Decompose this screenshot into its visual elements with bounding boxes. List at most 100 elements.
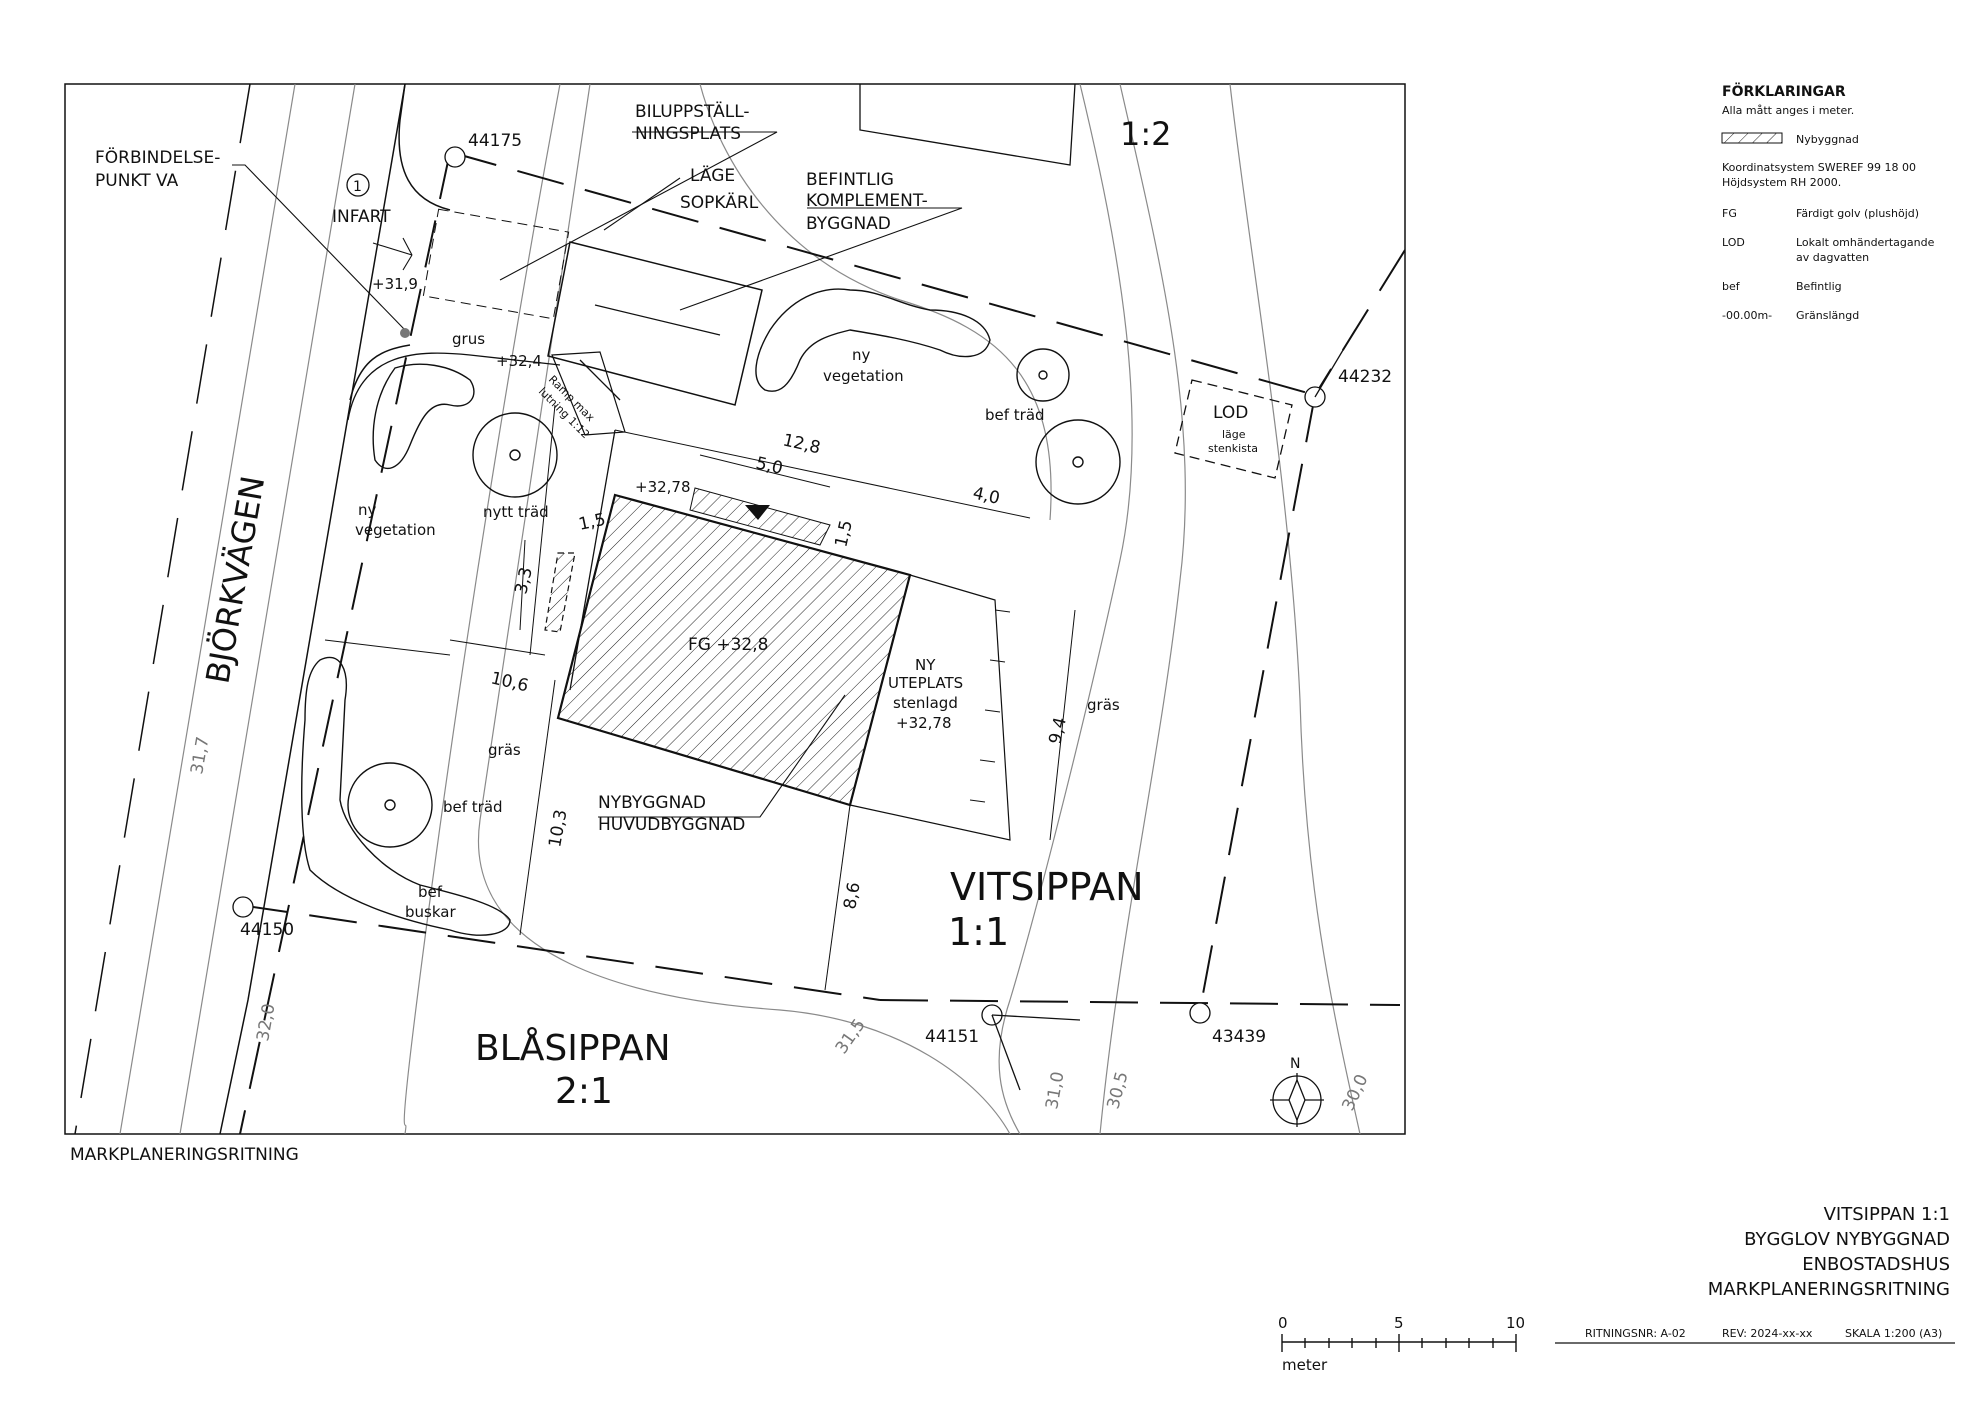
dimension-lines xyxy=(324,404,1076,991)
dim-3-3: 3,3 xyxy=(511,565,537,596)
level-ramp: +32,4 xyxy=(496,352,542,370)
lod-box xyxy=(1174,379,1293,479)
label-new-tree: nytt träd xyxy=(483,503,549,521)
legend-val-lod: Lokalt omhändertagande xyxy=(1796,236,1935,249)
infart-number: 1 xyxy=(353,179,362,195)
parking-space xyxy=(422,208,570,320)
contour-30-5: 30,5 xyxy=(1104,1070,1133,1112)
label-bil-2: NINGSPLATS xyxy=(635,124,741,144)
legend-title: FÖRKLARINGAR xyxy=(1722,82,1846,100)
plot-title: VITSIPPAN xyxy=(950,865,1144,909)
new-veg-left-2: vegetation xyxy=(355,521,436,539)
legend-val-bef: Befintlig xyxy=(1796,280,1842,293)
new-vegetation xyxy=(301,288,991,936)
label-forbindelse-1: FÖRBINDELSE- xyxy=(95,146,220,168)
legend-val-fg: Färdigt golv (plushöjd) xyxy=(1796,207,1919,220)
point-44175: 44175 xyxy=(468,131,522,151)
label-existing-tree-top: bef träd xyxy=(985,406,1045,424)
title-line-1: VITSIPPAN 1:1 xyxy=(1824,1204,1950,1225)
title-line-4: MARKPLANERINGSRITNING xyxy=(1708,1279,1950,1300)
contour-31-0: 31,0 xyxy=(1042,1070,1068,1111)
label-lod: LOD xyxy=(1213,403,1248,423)
north-label: N xyxy=(1290,1056,1300,1072)
legend-key-lod: LOD xyxy=(1722,236,1745,249)
label-gras-left: gräs xyxy=(488,741,521,759)
contour-30-0: 30,0 xyxy=(1338,1071,1372,1114)
label-bef-buskar-2: buskar xyxy=(405,903,456,921)
dim-4-0: 4,0 xyxy=(971,483,1002,509)
legend-coord-1: Koordinatsystem SWEREF 99 18 00 xyxy=(1722,161,1916,174)
street-lines xyxy=(74,84,451,1134)
legend-subtitle: Alla mått anges i meter. xyxy=(1722,104,1854,117)
title-line-2: BYGGLOV NYBYGGNAD xyxy=(1744,1229,1950,1250)
scale-bar xyxy=(1281,1334,1517,1352)
contour-31-5: 31,5 xyxy=(832,1015,870,1057)
dim-1-5b: 1,5 xyxy=(831,518,857,549)
label-infart: INFART xyxy=(332,207,391,227)
new-veg-left-1: ny xyxy=(358,501,377,519)
drawing-number: RITNINGSNR: A-02 xyxy=(1585,1327,1686,1340)
terrace-2: UTEPLATS xyxy=(888,674,963,692)
legend-key-fg: FG xyxy=(1722,207,1737,220)
label-bil-1: BILUPPSTÄLL- xyxy=(635,101,750,122)
legend-val-border: Gränslängd xyxy=(1796,309,1859,322)
dim-9-4: 9,4 xyxy=(1045,715,1071,746)
label-komp-3: BYGGNAD xyxy=(806,214,891,234)
north-arrow xyxy=(1270,1073,1324,1127)
neighbor-south-number: 2:1 xyxy=(555,1071,613,1112)
street-name: BJÖRKVÄGEN xyxy=(198,473,272,686)
dim-1-5a: 1,5 xyxy=(577,510,608,535)
scale-unit: meter xyxy=(1282,1356,1328,1374)
label-lod-sub-2: stenkista xyxy=(1208,442,1258,455)
infart-marker xyxy=(346,173,370,197)
dim-10-6: 10,6 xyxy=(489,668,530,696)
point-44151: 44151 xyxy=(925,1027,979,1047)
neighbor-north: 1:2 xyxy=(1120,115,1172,153)
dim-12-8: 12,8 xyxy=(781,430,822,458)
label-nybyggnad-1: NYBYGGNAD xyxy=(598,793,706,813)
label-forbindelse-2: PUNKT VA xyxy=(95,171,179,191)
label-gras-right: gräs xyxy=(1087,696,1120,714)
terrace-3: stenlagd xyxy=(893,694,958,712)
plot-number: 1:1 xyxy=(948,910,1009,954)
label-sop-1: LÄGE xyxy=(690,165,735,186)
neighbor-south: BLÅSIPPAN xyxy=(475,1026,671,1069)
point-43439: 43439 xyxy=(1212,1027,1266,1047)
revision: REV: 2024-xx-xx xyxy=(1722,1327,1813,1340)
entry-marker xyxy=(745,505,770,520)
drawing-caption: MARKPLANERINGSRITNING xyxy=(70,1145,299,1165)
dim-10-3: 10,3 xyxy=(545,808,571,849)
boundary-points xyxy=(232,146,1356,1091)
label-komp-2: KOMPLEMENT- xyxy=(806,191,928,211)
contour-32-0: 32,0 xyxy=(253,1002,279,1043)
label-grus: grus xyxy=(452,330,485,348)
legend-hatch-label: Nybyggnad xyxy=(1796,133,1859,146)
trees xyxy=(347,348,1121,848)
label-lod-sub-1: läge xyxy=(1222,428,1246,441)
new-veg-top-2: vegetation xyxy=(823,367,904,385)
scale-5: 5 xyxy=(1394,1314,1404,1332)
existing-complement-building xyxy=(547,241,763,406)
legend-key-border: -00.00m- xyxy=(1722,309,1772,322)
title-line-3: ENBOSTADSHUS xyxy=(1802,1254,1950,1275)
label-nybyggnad-2: HUVUDBYGGNAD xyxy=(598,815,745,835)
label-fg: FG +32,8 xyxy=(688,635,768,655)
legend-key-bef: bef xyxy=(1722,280,1741,293)
terrace-1: NY xyxy=(915,656,936,674)
scale-10: 10 xyxy=(1506,1314,1525,1332)
level-entry: +31,9 xyxy=(372,275,418,293)
legend-val-lod-2: av dagvatten xyxy=(1796,251,1869,264)
dim-5-0: 5,0 xyxy=(754,453,785,479)
level-corner: +32,78 xyxy=(635,478,691,496)
leader-lines xyxy=(232,131,963,818)
scale-note: SKALA 1:200 (A3) xyxy=(1845,1327,1942,1340)
existing-building-north xyxy=(859,84,1076,166)
legend-hatch xyxy=(1721,132,1783,144)
scale-0: 0 xyxy=(1278,1314,1288,1332)
terrace xyxy=(849,574,1011,841)
label-bef-buskar-1: bef xyxy=(418,883,443,901)
new-veg-top-1: ny xyxy=(852,346,871,364)
point-44232: 44232 xyxy=(1338,367,1392,387)
label-sop-2: SOPKÄRL xyxy=(680,192,759,213)
